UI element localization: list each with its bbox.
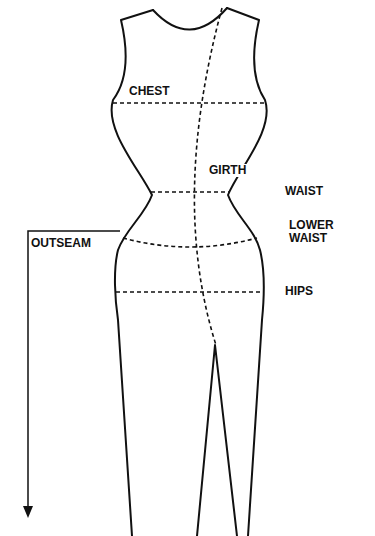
measurement-label: OUTSEAM [30, 237, 92, 250]
chest-line [113, 102, 266, 104]
neckline [153, 8, 227, 30]
outseam-arrowhead [23, 506, 33, 518]
measurement-label: LOWER WAIST [288, 219, 338, 245]
hips-line [116, 291, 264, 293]
crotch-line [197, 345, 237, 536]
measurement-label: HIPS [284, 285, 314, 298]
measurement-label: WAIST [284, 185, 324, 198]
outseam-arrow [28, 231, 120, 508]
body-outline-right [227, 8, 267, 536]
lower-waist-line [123, 238, 257, 247]
measurement-label: GIRTH [208, 164, 247, 177]
waist-line [151, 191, 229, 193]
measurement-label: CHEST [128, 85, 171, 98]
